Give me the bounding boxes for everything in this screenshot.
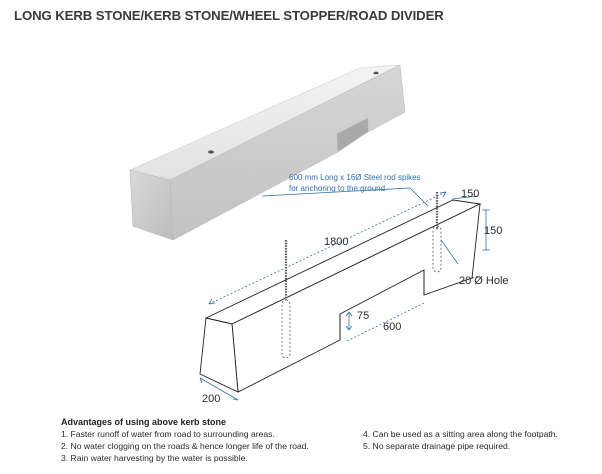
dim-height: 150 — [484, 225, 502, 237]
advantages-section: Advantages of using above kerb stone 1. … — [61, 417, 601, 464]
advantages-left-list: 1. Faster runoff of water from road to s… — [61, 428, 363, 464]
advantage-item: 3. Rain water harvesting by the water is… — [61, 453, 248, 463]
dim-gap-height: 75 — [357, 310, 369, 322]
advantage-item: 5. No separate drainage pipe required. — [363, 441, 511, 451]
advantage-item: 1. Faster runoff of water from road to s… — [61, 429, 275, 439]
steel-rods — [281, 192, 442, 359]
advantages-right-list: 4. Can be used as a sitting area along t… — [363, 428, 593, 464]
page-title: LONG KERB STONE/KERB STONE/WHEEL STOPPER… — [14, 8, 444, 23]
advantage-item: 2. No water clogging on the roads & henc… — [61, 441, 309, 451]
dim-base-width: 200 — [202, 393, 220, 405]
advantage-item: 4. Can be used as a sitting area along t… — [363, 429, 558, 439]
dim-gap-length: 600 — [383, 321, 401, 333]
kerb-line-drawing — [199, 199, 482, 393]
dimension-lines — [199, 187, 490, 401]
dim-length: 1800 — [324, 236, 348, 248]
dim-hole: 20 Ø Hole — [459, 275, 509, 287]
advantages-heading: Advantages of using above kerb stone — [61, 417, 227, 427]
callout-line-1: 600 mm Long x 16Ø Steel rod spikes — [289, 173, 421, 182]
kerb-render — [129, 64, 406, 241]
dim-top-width: 150 — [461, 188, 479, 200]
rod-left — [281, 240, 291, 359]
callout-line-2: for anchoring to the ground — [289, 184, 385, 193]
rod-right — [432, 192, 442, 273]
